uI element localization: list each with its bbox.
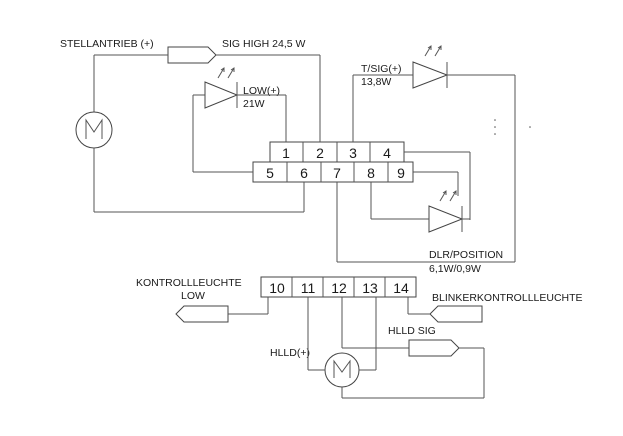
dlr-position-label: DLR/POSITION bbox=[429, 249, 503, 261]
connector-top: 1 2 3 4 5 6 7 8 9 bbox=[252, 141, 414, 183]
t-sig-lamp-ray-icon bbox=[424, 45, 432, 57]
connector-bottom: 10 11 12 13 14 bbox=[260, 276, 417, 298]
t-sig-power-label: 13,8W bbox=[361, 76, 391, 88]
kontrollleuchte-circuit: KONTROLLLEUCHTE LOW bbox=[136, 277, 269, 323]
hlld-circuit: HLLD SIG HLLD(+) bbox=[270, 297, 485, 399]
pin-14: 14 bbox=[393, 280, 409, 296]
pin-8: 8 bbox=[367, 165, 375, 181]
stellantrieb-circuit: STELLANTRIEB (+) SIG HIGH 24,5 W bbox=[60, 38, 321, 213]
dlr-power-label: 6,1W/0,9W bbox=[429, 263, 481, 275]
dlr-lamp-ray-icon bbox=[439, 190, 447, 202]
t-sig-label: T/SIG(+) bbox=[361, 63, 402, 75]
blinkerkontrollleuchte-connector-arrow bbox=[429, 305, 483, 323]
t-sig-lamp-icon bbox=[412, 61, 449, 89]
low-label: LOW(+) bbox=[243, 85, 280, 97]
stellantrieb-label: STELLANTRIEB (+) bbox=[60, 38, 154, 50]
kontrollleuchte-connector-arrow bbox=[175, 305, 229, 323]
kontrollleuchte-label: KONTROLLLEUCHTE bbox=[136, 277, 242, 289]
kontrollleuchte-low-label: LOW bbox=[181, 290, 205, 302]
pin-9: 9 bbox=[397, 165, 405, 181]
pin-13: 13 bbox=[362, 280, 378, 296]
pin-7: 7 bbox=[333, 165, 341, 181]
hlld-sig-connector-arrow bbox=[408, 339, 460, 357]
pin-4: 4 bbox=[383, 145, 391, 161]
dlr-lamp-circuit: DLR/POSITION 6,1W/0,9W bbox=[336, 151, 515, 275]
connector-bottom-body bbox=[260, 276, 417, 298]
motor-icon bbox=[75, 111, 113, 149]
low-lamp-ray-icon bbox=[217, 67, 225, 79]
sig-high-label: SIG HIGH 24,5 W bbox=[222, 38, 306, 50]
hlld-plus-label: HLLD(+) bbox=[270, 347, 310, 359]
pin-12: 12 bbox=[331, 280, 347, 296]
pin-11: 11 bbox=[301, 280, 316, 296]
pin-10: 10 bbox=[269, 280, 285, 296]
hlld-sig-label: HLLD SIG bbox=[388, 325, 436, 337]
hlld-motor-icon bbox=[324, 352, 360, 388]
pin-5: 5 bbox=[266, 165, 274, 181]
low-lamp-icon bbox=[204, 81, 239, 109]
blinkerkontrollleuchte-circuit: BLINKERKONTROLLLEUCHTE bbox=[407, 292, 583, 323]
low-power-label: 21W bbox=[243, 98, 265, 110]
dlr-lamp-icon bbox=[428, 205, 464, 233]
pin-6: 6 bbox=[300, 165, 308, 181]
pin-3: 3 bbox=[349, 145, 357, 161]
pin-1: 1 bbox=[282, 145, 290, 161]
blinkerkontrollleuchte-label: BLINKERKONTROLLLEUCHTE bbox=[432, 292, 583, 304]
low-lamp-circuit: LOW(+) 21W bbox=[192, 67, 287, 173]
t-sig-lamp-circuit: T/SIG(+) 13,8W bbox=[352, 45, 531, 262]
stellantrieb-connector-arrow bbox=[167, 46, 217, 64]
pin-2: 2 bbox=[316, 145, 324, 161]
